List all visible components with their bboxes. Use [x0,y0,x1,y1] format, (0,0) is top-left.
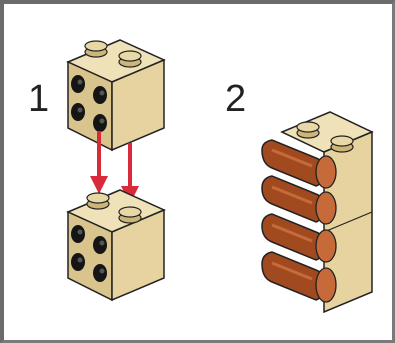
upper-brick-side-studs [71,75,107,132]
arrow-left [90,131,108,194]
step-1-number: 1 [28,78,50,120]
brown-log-pieces [261,139,337,303]
upper-tan-brick [66,39,166,152]
log-wall-top-studs [296,121,354,153]
lower-tan-brick [66,189,166,302]
lower-brick-top-studs [86,192,142,224]
lower-brick-side-studs [71,225,107,282]
upper-brick-top-studs [84,40,142,68]
log-wall-assembly [261,111,374,314]
step-2-number: 2 [225,78,247,120]
